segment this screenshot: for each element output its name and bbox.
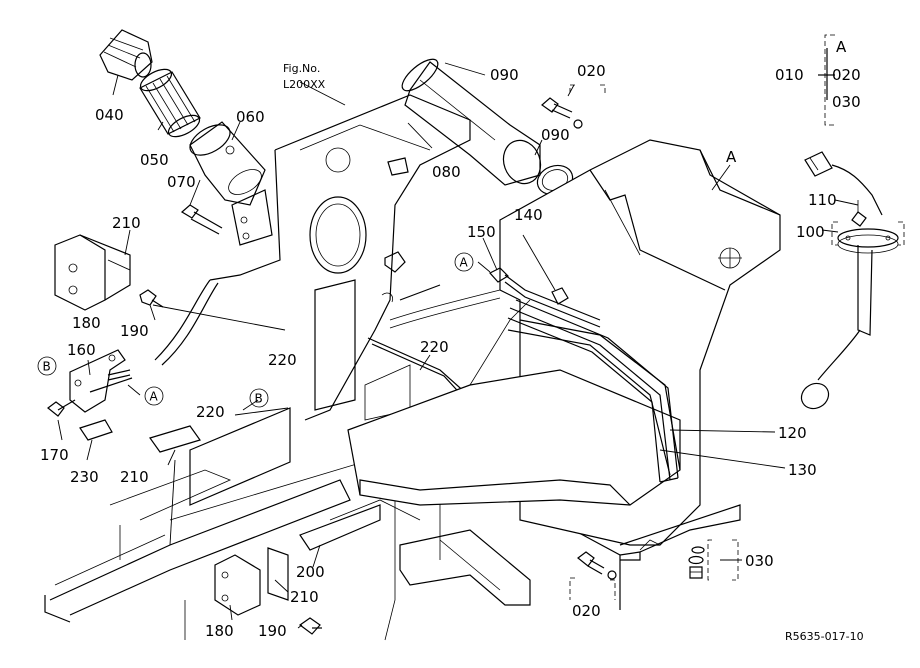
callout-210-middle: 210 [120, 468, 149, 486]
callout-100: 100 [796, 223, 825, 241]
legend-letter: A [836, 38, 847, 56]
fuel-level-sender [800, 151, 899, 410]
leader-lines [57, 62, 859, 629]
bracket-160 [69, 349, 133, 413]
frame-structure [44, 94, 641, 641]
marker-b-circle-2 [249, 388, 269, 408]
pad-220-long [189, 407, 291, 506]
callout-020-upper: 020 [577, 62, 606, 80]
bolt-190-upper [139, 289, 164, 308]
callout-090-lower: 090 [541, 126, 570, 144]
callout-230: 230 [70, 468, 99, 486]
joint-bolt-lower [577, 551, 617, 580]
callout-180-upper: 180 [72, 314, 101, 332]
pad-200 [299, 504, 381, 551]
tank-straps [507, 299, 679, 483]
callout-220-right: 220 [420, 338, 449, 356]
marker-a-2: A [150, 390, 159, 404]
bolt-070 [180, 204, 223, 235]
callout-120: 120 [778, 424, 807, 442]
marker-a-1: A [460, 256, 469, 270]
fig-code: L200XX [283, 78, 326, 91]
callout-170: 170 [40, 446, 69, 464]
pad-210-lower-left [149, 425, 201, 453]
callout-060: 060 [236, 108, 265, 126]
legend-child-1: 020 [832, 66, 861, 84]
fitting-140 [551, 287, 569, 305]
bolt-170 [47, 399, 76, 417]
drawing-reference: R5635-017-10 [785, 630, 864, 643]
callout-180-lower: 180 [205, 622, 234, 640]
callout-040: 040 [95, 106, 124, 124]
fig-no-label: Fig.No. [283, 62, 320, 75]
callout-190-upper: 190 [120, 322, 149, 340]
callout-080: 080 [432, 163, 461, 181]
callout-labels: 040 050 060 070 080 090 090 020 020 030 … [40, 62, 837, 640]
fuel-strainer [139, 68, 201, 138]
legend-tree: 010 A 020 030 [775, 38, 861, 111]
clip-brackets [381, 157, 441, 303]
drain-plug-group [688, 546, 705, 579]
callout-020-lower: 020 [572, 602, 601, 620]
callout-tank-a: A [726, 148, 737, 166]
callout-220-left: 220 [268, 351, 297, 369]
callout-030: 030 [745, 552, 774, 570]
filler-cap [99, 29, 153, 81]
legend-root: 010 [775, 66, 804, 84]
bracket-180-lower [214, 554, 261, 616]
bolt-190-lower [298, 617, 322, 635]
callout-050: 050 [140, 151, 169, 169]
callout-160: 160 [67, 341, 96, 359]
callout-090-upper: 090 [490, 66, 519, 84]
legend-child-2: 030 [832, 93, 861, 111]
callout-210-lower: 210 [290, 588, 319, 606]
stud-160 [107, 369, 131, 381]
filler-neck [189, 121, 273, 246]
callout-200: 200 [296, 563, 325, 581]
marker-a-circle-1 [454, 252, 474, 272]
plate-230 [79, 419, 113, 441]
marker-a-circle-2 [144, 386, 164, 406]
callout-190-lower: 190 [258, 622, 287, 640]
joint-bolt-upper [541, 97, 583, 129]
pad-210-bottom [267, 547, 289, 601]
callout-110: 110 [808, 191, 837, 209]
bracket-180-upper [54, 234, 131, 311]
callout-220-middle: 220 [196, 403, 225, 421]
callout-210-upper: 210 [112, 214, 141, 232]
marker-b-circle-1 [37, 356, 57, 376]
grouping-brackets [569, 34, 905, 600]
marker-b-2: B [255, 392, 263, 406]
callout-150: 150 [467, 223, 496, 241]
callout-130: 130 [788, 461, 817, 479]
tank-base [347, 299, 681, 506]
callout-070: 070 [167, 173, 196, 191]
circled-markers: A A B B [37, 252, 474, 408]
marker-b-1: B [43, 360, 51, 374]
callout-140: 140 [514, 206, 543, 224]
